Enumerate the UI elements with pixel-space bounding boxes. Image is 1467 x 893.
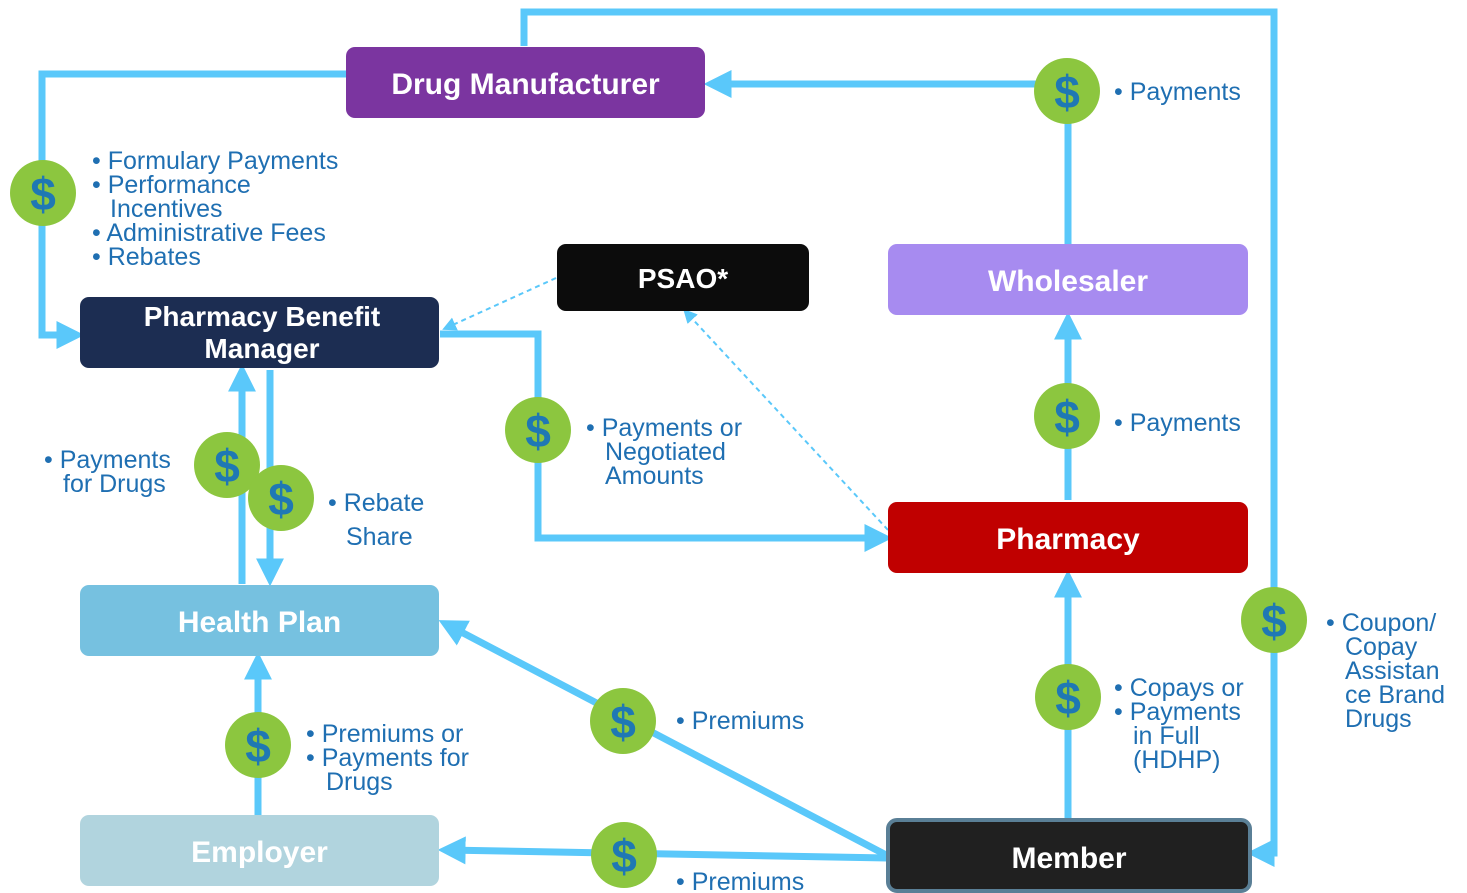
label-payments-for-drugs: • Payments for Drugs	[44, 446, 171, 498]
node-health-plan[interactable]: Health Plan	[80, 585, 439, 656]
svg-text:Copay: Copay	[1345, 633, 1418, 661]
svg-text:Negotiated: Negotiated	[605, 438, 726, 466]
dollar-icon: $	[590, 688, 656, 754]
member-label: Member	[1011, 842, 1126, 875]
pbm-label-line2: Manager	[204, 333, 319, 364]
psao-connectors	[442, 277, 889, 531]
dollar-icon: $	[591, 822, 657, 888]
svg-text:Drugs: Drugs	[1345, 705, 1412, 733]
dollar-icon: $	[505, 397, 571, 463]
svg-text:$: $	[30, 168, 56, 220]
svg-text:• Administrative Fees: • Administrative Fees	[92, 219, 326, 247]
svg-text:Drugs: Drugs	[326, 768, 393, 796]
svg-text:ce Brand: ce Brand	[1345, 681, 1445, 709]
svg-text:$: $	[525, 405, 551, 457]
svg-text:• Formulary Payments: • Formulary Payments	[92, 147, 338, 175]
health-plan-label: Health Plan	[178, 606, 341, 639]
node-drug-manufacturer[interactable]: Drug Manufacturer	[346, 47, 705, 118]
svg-text:$: $	[1054, 391, 1080, 443]
svg-text:$: $	[611, 830, 637, 882]
dollar-icon: $	[1034, 383, 1100, 449]
svg-text:$: $	[610, 696, 636, 748]
svg-text:$: $	[214, 440, 240, 492]
drug-manufacturer-label: Drug Manufacturer	[391, 68, 660, 101]
svg-text:• Payments: • Payments	[1114, 698, 1241, 726]
label-coupon-copay: • Coupon/ Copay Assistan ce Brand Drugs	[1326, 609, 1445, 733]
dashed-arrow-pharmacy-to-psao	[683, 308, 889, 531]
svg-text:(HDHP): (HDHP)	[1133, 746, 1221, 774]
dollar-icon: $	[194, 432, 260, 498]
label-negotiated-amounts: • Payments or Negotiated Amounts	[586, 414, 742, 490]
label-member-premiums-employer: • Premiums	[676, 868, 804, 893]
dashed-arrow-psao-to-pbm	[442, 277, 557, 331]
svg-text:Share: Share	[346, 523, 413, 551]
label-pharmacy-payments: • Payments	[1114, 409, 1241, 437]
label-rebate-share: • Rebate Share	[328, 489, 424, 551]
arrow-member-to-healthplan	[438, 620, 890, 860]
node-pharmacy[interactable]: Pharmacy	[888, 502, 1248, 573]
wholesaler-label: Wholesaler	[988, 265, 1148, 298]
svg-text:• Performance: • Performance	[92, 171, 251, 199]
svg-text:• Payments: • Payments	[44, 446, 171, 474]
svg-text:• Payments: • Payments	[1114, 78, 1241, 106]
svg-text:• Payments or: • Payments or	[586, 414, 742, 442]
svg-text:• Payments for: • Payments for	[306, 744, 469, 772]
node-psao[interactable]: PSAO*	[557, 244, 809, 311]
dollar-icon: $	[1241, 587, 1307, 653]
arrow-wholesaler-to-manufacturer	[703, 70, 1072, 244]
dollar-badges: $ $ $ $ $ $ $ $ $ $ $	[10, 58, 1307, 888]
node-member[interactable]: Member	[886, 818, 1252, 893]
employer-label: Employer	[191, 836, 328, 869]
svg-text:$: $	[245, 720, 271, 772]
svg-text:• Coupon/: • Coupon/	[1326, 609, 1436, 637]
arrow-member-to-employer	[437, 836, 889, 865]
svg-text:in Full: in Full	[1133, 722, 1200, 750]
svg-text:• Copays or: • Copays or	[1114, 674, 1244, 702]
svg-text:• Premiums or: • Premiums or	[306, 720, 463, 748]
svg-text:• Rebates: • Rebates	[92, 243, 201, 271]
svg-text:for Drugs: for Drugs	[63, 470, 166, 498]
svg-text:$: $	[1054, 66, 1080, 118]
label-formulary-payments: • Formulary Payments • Performance Incen…	[92, 147, 338, 271]
dollar-icon: $	[225, 712, 291, 778]
svg-text:$: $	[1055, 672, 1081, 724]
node-wholesaler[interactable]: Wholesaler	[888, 244, 1248, 315]
svg-text:Assistan: Assistan	[1345, 657, 1439, 685]
label-copays: • Copays or • Payments in Full (HDHP)	[1114, 674, 1244, 774]
dollar-icon: $	[1035, 664, 1101, 730]
pharmacy-label: Pharmacy	[996, 523, 1140, 556]
label-employer-premiums: • Premiums or • Payments for Drugs	[306, 720, 469, 796]
svg-text:Amounts: Amounts	[605, 462, 704, 490]
svg-text:• Premiums: • Premiums	[676, 707, 804, 735]
svg-text:$: $	[268, 473, 294, 525]
dollar-icon: $	[10, 160, 76, 226]
svg-text:• Payments: • Payments	[1114, 409, 1241, 437]
arrow-manufacturer-to-member	[520, 8, 1278, 867]
label-member-premiums-plan: • Premiums	[676, 707, 804, 735]
psao-label: PSAO*	[638, 263, 728, 294]
node-employer[interactable]: Employer	[80, 815, 439, 886]
node-pharmacy-benefit-manager[interactable]: Pharmacy Benefit Manager	[80, 297, 439, 368]
flow-labels: • Formulary Payments • Performance Incen…	[44, 78, 1445, 893]
svg-text:• Premiums: • Premiums	[676, 868, 804, 893]
pbm-label-line1: Pharmacy Benefit	[144, 301, 381, 332]
svg-text:$: $	[1261, 595, 1287, 647]
svg-text:Incentives: Incentives	[110, 195, 223, 223]
dollar-icon: $	[1034, 58, 1100, 124]
dollar-icon: $	[248, 465, 314, 531]
label-wholesaler-payments: • Payments	[1114, 78, 1241, 106]
svg-text:• Rebate: • Rebate	[328, 489, 424, 517]
